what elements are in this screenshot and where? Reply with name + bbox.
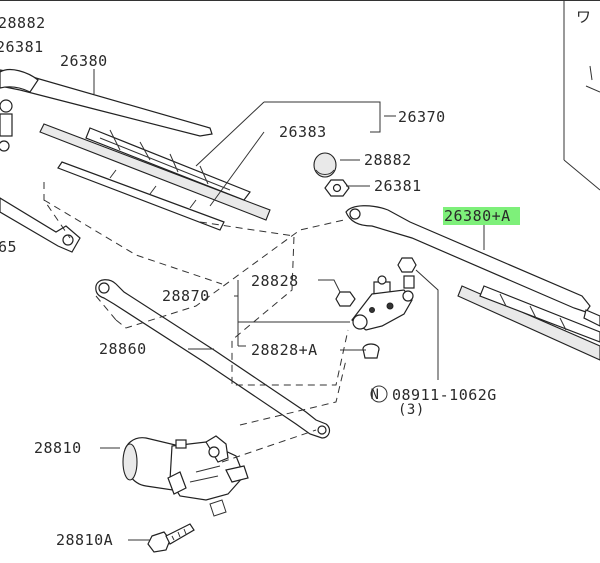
part-highlight: [443, 207, 520, 225]
left-blade-insert: [57, 161, 225, 231]
callout-lines: [93, 65, 600, 541]
label-08911-1062g: 08911-1062G: [392, 386, 497, 404]
label-28870: 28870: [162, 287, 210, 305]
label-26383: 26383: [279, 123, 327, 141]
wiper-motor: [122, 435, 249, 517]
label-26381: 26381: [374, 177, 422, 195]
motor-bolt: [147, 523, 195, 553]
right-wiper-blade: [457, 285, 600, 361]
left-wiper-arm: [0, 68, 213, 137]
label-28860: 28860: [99, 340, 147, 358]
label-28810: 28810: [34, 439, 82, 457]
label-26381-top: 26381: [0, 38, 44, 56]
label-08911-qty: (3): [398, 402, 425, 418]
label-28882-top: 28882: [0, 14, 46, 32]
right-blade-insert: [583, 309, 600, 327]
inset-frame-bottom: [563, 159, 600, 191]
label-28882: 28882: [364, 151, 412, 169]
label-28828a: 28828+A: [251, 341, 318, 359]
pivot-nut: [324, 179, 350, 197]
n-marker-circle: [370, 385, 388, 403]
pivot-assembly: [351, 275, 415, 331]
right-wiper-arm: [345, 205, 591, 313]
label-26380a: 26380+A: [444, 207, 511, 225]
label-26380: 26380: [60, 52, 108, 70]
label-26370: 26370: [398, 108, 446, 126]
bush-28828a: [362, 343, 380, 359]
left-link-rod: [0, 197, 81, 253]
pivot-stud-nut: [397, 257, 417, 273]
assembly-dashed-lines: [43, 182, 349, 463]
label-28810a: 28810A: [56, 531, 113, 549]
label-65: 65: [0, 238, 17, 256]
bush-28828: [335, 291, 356, 307]
n-marker: N: [371, 387, 380, 403]
left-wiper-blade: [39, 123, 271, 221]
top-right-glyph: ワ: [576, 8, 592, 26]
left-pivot: [0, 99, 13, 152]
pivot-cap: [313, 152, 337, 178]
label-28828: 28828: [251, 272, 299, 290]
